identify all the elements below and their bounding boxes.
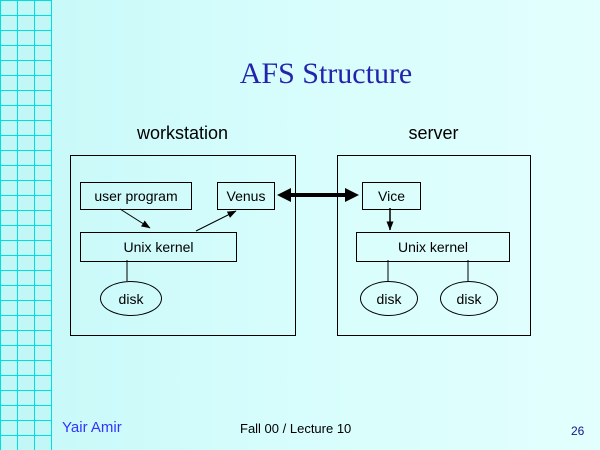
server-label: server bbox=[408, 123, 459, 143]
workstation-label: workstation bbox=[136, 123, 229, 143]
slide-title: AFS Structure bbox=[239, 57, 413, 90]
venus-node: Venus bbox=[217, 182, 275, 210]
workstation-disk-node: disk bbox=[100, 281, 162, 316]
footer-lecture: Fall 00 / Lecture 10 bbox=[240, 421, 352, 436]
vice-node: Vice bbox=[362, 182, 421, 210]
graph-paper-decoration bbox=[0, 0, 52, 450]
workstation-unix-kernel-node: Unix kernel bbox=[80, 232, 237, 262]
footer-page-number: 26 bbox=[571, 424, 585, 438]
server-unix-kernel-node: Unix kernel bbox=[356, 232, 510, 262]
server-disk1-node: disk bbox=[360, 281, 418, 316]
server-box bbox=[337, 155, 531, 336]
user-program-node: user program bbox=[80, 182, 192, 210]
server-disk2-node: disk bbox=[440, 281, 498, 316]
workstation-box bbox=[70, 155, 296, 336]
footer-author: Yair Amir bbox=[62, 419, 122, 436]
